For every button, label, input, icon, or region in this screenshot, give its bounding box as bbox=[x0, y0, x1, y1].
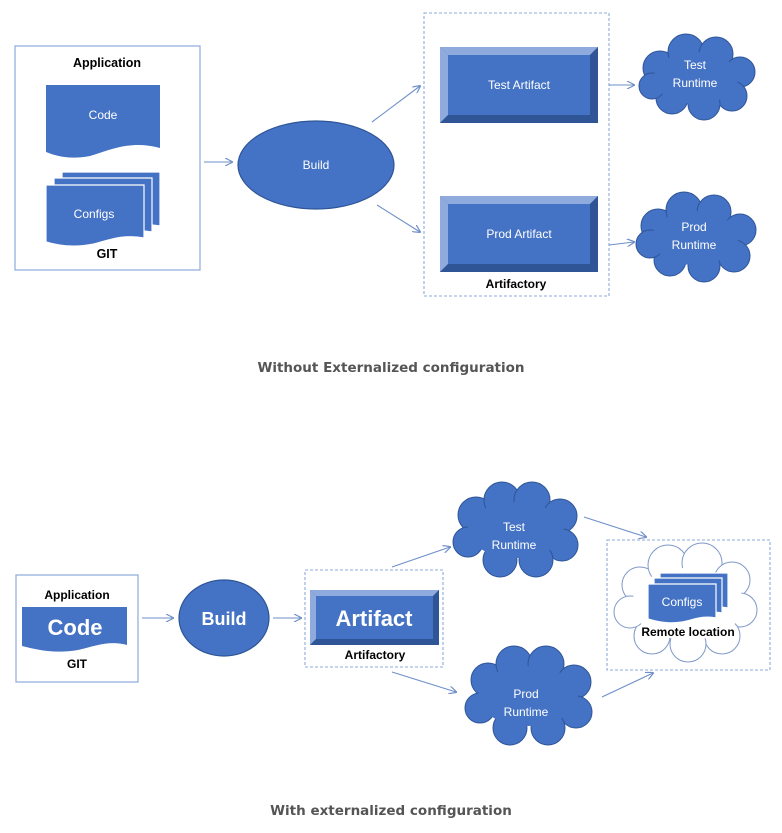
top-prod-runtime-cloud bbox=[635, 191, 757, 283]
bottom-arrow-artifact-prod bbox=[391, 671, 456, 692]
bottom-code-label: Code bbox=[48, 615, 103, 640]
bottom-remote-box bbox=[606, 539, 771, 671]
top-code-shape bbox=[46, 85, 160, 158]
top-prod-artifact-label: Prod Artifact bbox=[486, 227, 552, 241]
bottom-artifact bbox=[310, 590, 439, 645]
bottom-code-shape bbox=[22, 607, 127, 652]
top-arrow-prod-runtime bbox=[608, 242, 634, 245]
bottom-git-label: GIT bbox=[67, 657, 88, 671]
bottom-prod-runtime-line2: Runtime bbox=[504, 705, 549, 719]
bottom-configs-shape bbox=[647, 572, 729, 624]
bottom-caption: With externalized configuration bbox=[270, 803, 512, 819]
top-test-runtime-line2: Runtime bbox=[673, 76, 718, 90]
bottom-arrow-artifact-test bbox=[391, 547, 450, 568]
bottom-configs-label: Configs bbox=[662, 595, 703, 609]
bottom-artifact-label: Artifact bbox=[335, 606, 413, 631]
bottom-artifactory-box bbox=[304, 569, 444, 668]
bottom-application-title: Application bbox=[44, 588, 109, 602]
top-test-runtime-cloud bbox=[638, 33, 756, 121]
top-arrow-build-prod bbox=[376, 204, 420, 232]
top-configs-shape bbox=[45, 171, 161, 247]
top-artifactory-label: Artifactory bbox=[486, 277, 547, 291]
bottom-arrow-prod-remote bbox=[601, 673, 653, 698]
bottom-remote-location-label: Remote location bbox=[641, 625, 734, 639]
bottom-build-ellipse bbox=[178, 579, 270, 657]
top-test-artifact bbox=[440, 47, 598, 123]
top-git-label: GIT bbox=[97, 247, 118, 261]
top-code-label: Code bbox=[89, 108, 118, 122]
top-test-artifact-label: Test Artifact bbox=[488, 78, 551, 92]
bottom-diagram: Application Code GIT Build Artifact Arti… bbox=[15, 481, 771, 819]
top-prod-runtime-line2: Runtime bbox=[672, 238, 717, 252]
top-prod-runtime-line1: Prod bbox=[681, 220, 706, 234]
top-application-title: Application bbox=[73, 56, 141, 70]
bottom-prod-runtime-cloud bbox=[464, 645, 593, 746]
top-diagram: Application Code Configs GIT Build bbox=[14, 12, 757, 376]
top-test-runtime-line1: Test bbox=[684, 58, 707, 72]
top-caption: Without Externalized configuration bbox=[257, 360, 524, 376]
top-arrow-build-test bbox=[371, 86, 420, 123]
top-prod-artifact bbox=[440, 196, 598, 272]
top-build-label: Build bbox=[303, 158, 330, 172]
bottom-application-box bbox=[15, 574, 139, 683]
bottom-arrow-test-remote bbox=[583, 516, 646, 537]
bottom-prod-runtime-line1: Prod bbox=[513, 687, 538, 701]
top-application-box bbox=[14, 45, 201, 271]
bottom-build-label: Build bbox=[202, 609, 247, 629]
bottom-test-runtime-line2: Runtime bbox=[492, 538, 537, 552]
bottom-artifactory-label: Artifactory bbox=[345, 648, 406, 662]
top-build-ellipse bbox=[237, 120, 395, 210]
bottom-test-runtime-cloud bbox=[452, 481, 579, 578]
top-configs-label: Configs bbox=[74, 207, 115, 221]
top-artifactory-box bbox=[423, 12, 610, 297]
bottom-test-runtime-line1: Test bbox=[503, 520, 526, 534]
